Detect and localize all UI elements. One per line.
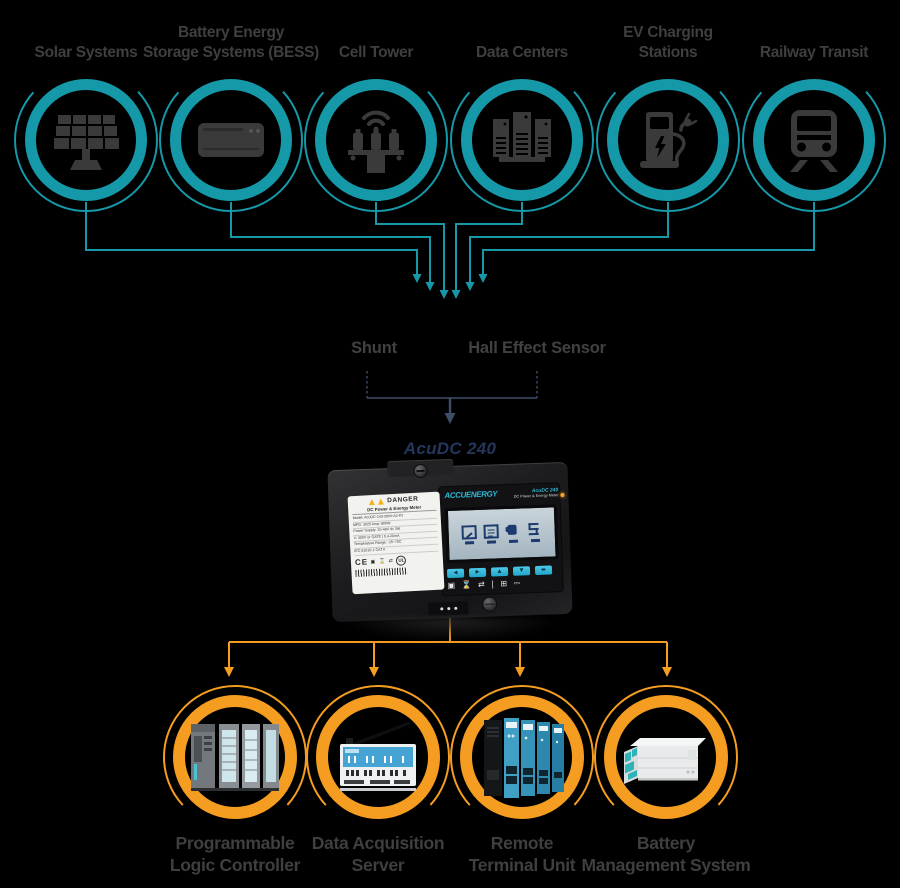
io-arrows-icon: ⇄	[477, 579, 485, 590]
node-label: EV Charging Stations	[573, 8, 763, 62]
label-line-1: Programmable	[175, 833, 295, 853]
teal-ring	[450, 68, 594, 212]
label-line-1: Remote	[490, 833, 554, 853]
lcd-power-icon	[505, 524, 521, 543]
das-image	[340, 722, 416, 791]
display-frame-icon: ▣	[447, 580, 456, 591]
label-line-2: Data Centers	[475, 43, 569, 61]
lcd-screen	[444, 504, 559, 564]
spec-table: Model: AcuDC-243-300V-A2-P2 MFG: 3025 Am…	[352, 511, 439, 556]
shunt-label: Shunt	[351, 339, 397, 357]
meter-bottom-connector	[428, 601, 469, 616]
node-cell-tower: Cell Tower	[296, 0, 456, 225]
up-button: ▲	[490, 566, 509, 577]
bms-label: Battery Management System	[561, 832, 771, 876]
ev-charger-icon	[640, 112, 698, 168]
certification-row: CE ▣ ⌛ ⇄ UL	[355, 553, 439, 567]
node-label: Battery Energy Storage Systems (BESS)	[136, 8, 326, 62]
sensor-bracket-arrowhead	[444, 413, 456, 424]
teal-ring	[596, 68, 740, 212]
battery-storage-icon	[198, 123, 264, 157]
label-line-1: Battery	[636, 833, 696, 853]
orange-ring	[450, 685, 594, 829]
lcd-energy-icon	[527, 523, 543, 542]
node-solar-systems: Solar Systems	[6, 0, 166, 225]
dc-symbol-icon: ⎓	[513, 578, 521, 588]
model-block: AcuDC 240 DC Power & Energy Meter	[513, 487, 559, 499]
bms-image	[624, 738, 706, 784]
teal-arrowheads	[412, 274, 488, 299]
cell-tower-icon	[348, 110, 404, 173]
node-label: Solar Systems	[0, 8, 181, 62]
acudc-meter-device: DANGER DC Power & Energy Meter Model: Ac…	[327, 458, 573, 623]
sensor-bracket	[366, 371, 538, 414]
meter-spec-label: DANGER DC Power & Energy Meter Model: Ac…	[347, 491, 445, 595]
hall-effect-sensor-label: Hall Effect Sensor	[468, 339, 606, 357]
label-line-2: Stations	[638, 43, 698, 61]
left-button: ◀	[446, 568, 465, 579]
terminal-grid-icon: ⊞	[500, 579, 508, 589]
teal-ring	[304, 68, 448, 212]
label-line-2: Management System	[581, 855, 751, 875]
node-railway-transit: Railway Transit	[734, 0, 894, 225]
plc-label: Programmable Logic Controller	[130, 832, 340, 876]
label-line-2: Railway Transit	[759, 43, 869, 61]
ce-mark: CE	[354, 557, 369, 568]
separator-icon: |	[491, 579, 495, 589]
node-bess: Battery Energy Storage Systems (BESS)	[143, 0, 319, 225]
orange-arrowheads	[224, 667, 672, 677]
cert-icons: ▣ ⌛ ⇄	[370, 557, 395, 565]
orange-ring	[306, 685, 450, 829]
node-data-centers: Data Centers	[442, 0, 602, 225]
rtu-image	[484, 718, 564, 798]
orange-ring	[594, 685, 738, 829]
solar-panel-icon	[54, 115, 119, 170]
barcode	[355, 566, 408, 577]
enter-button: ▬	[534, 565, 553, 576]
hourglass-icon: ⌛	[461, 580, 472, 590]
teal-ring	[159, 68, 303, 212]
lcd-meter-icon	[460, 525, 477, 545]
lcd-log-icon	[482, 524, 499, 544]
node-label: Data Centers	[427, 8, 617, 62]
accuenergy-logo: ACCUENERGY	[444, 489, 498, 501]
label-line-2: Solar Systems	[34, 43, 138, 61]
plc-image	[191, 724, 279, 791]
das-label: Data Acquisition Server	[273, 832, 483, 876]
danger-text: DANGER	[387, 495, 419, 505]
right-button: ▶	[468, 567, 487, 578]
label-line-1: EV Charging	[623, 24, 713, 41]
node-label: Railway Transit	[719, 8, 900, 62]
ul-mark: UL	[396, 554, 407, 566]
label-line-1: Battery Energy	[177, 24, 285, 41]
train-icon	[790, 110, 838, 172]
data-center-icon	[493, 112, 551, 162]
warning-triangle-icon	[369, 498, 376, 505]
label-line-2: Server	[351, 855, 405, 875]
label-line-2: Terminal Unit	[468, 855, 576, 875]
label-line-2: Storage Systems (BESS)	[142, 43, 320, 61]
meter-reflection	[340, 618, 560, 642]
label-line-2: Cell Tower	[338, 43, 414, 61]
node-label: Cell Tower	[281, 8, 471, 62]
meter-title: AcuDC 240	[403, 439, 497, 458]
teal-ring	[14, 68, 158, 212]
warning-triangle-icon	[378, 497, 385, 505]
rtu-label: Remote Terminal Unit	[417, 832, 627, 876]
label-line-1: Data Acquisition	[311, 833, 445, 853]
teal-ring	[742, 68, 886, 212]
down-button: ▼	[512, 566, 531, 576]
node-ev-charging: EV Charging Stations	[588, 0, 748, 225]
label-line-2: Logic Controller	[169, 855, 301, 875]
